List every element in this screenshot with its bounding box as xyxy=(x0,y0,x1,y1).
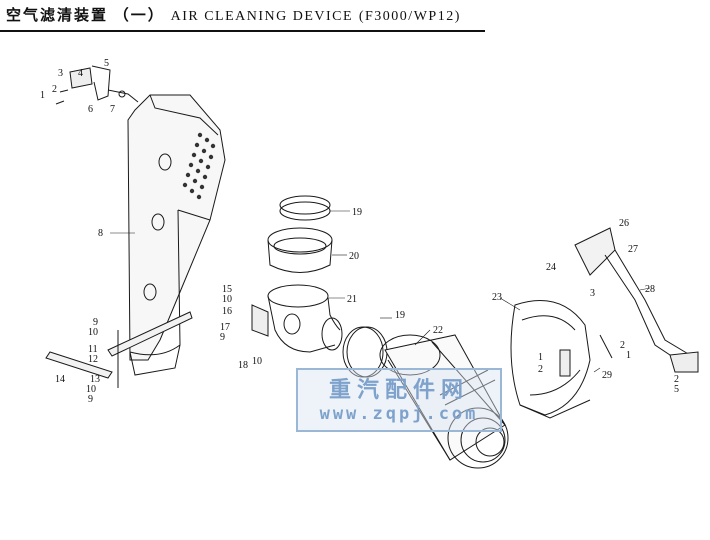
callout-20: 20 xyxy=(349,251,359,262)
rain-cap-bracket-part xyxy=(56,66,138,104)
callout-6: 6 xyxy=(88,104,93,115)
callout-10-right: 10 xyxy=(252,356,262,367)
callout-14: 14 xyxy=(55,374,65,385)
callout-7: 7 xyxy=(110,104,115,115)
callout-22: 22 xyxy=(433,325,443,336)
callout-1: 1 xyxy=(40,90,45,101)
watermark-url: www.zqpj.com xyxy=(298,404,500,424)
callout-5-bottom: 5 xyxy=(674,384,679,395)
callout-26: 26 xyxy=(619,218,629,229)
watermark: 重汽配件网 www.zqpj.com xyxy=(296,368,502,432)
callout-2-right: 2 xyxy=(538,364,543,375)
filter-mounting-band-23 xyxy=(511,301,612,419)
support-strap-part xyxy=(46,312,192,388)
callout-10-mid: 10 xyxy=(222,294,232,305)
callout-10: 10 xyxy=(88,327,98,338)
callout-5: 5 xyxy=(104,58,109,69)
callout-1-far: 1 xyxy=(626,350,631,361)
callout-8: 8 xyxy=(98,228,103,239)
callout-21: 21 xyxy=(347,294,357,305)
hose-clamp-19-upper xyxy=(280,196,330,220)
callout-9-mid: 9 xyxy=(220,332,225,343)
callout-29: 29 xyxy=(602,370,612,381)
callout-12: 12 xyxy=(88,354,98,365)
callout-2-far: 2 xyxy=(620,340,625,351)
callout-27: 27 xyxy=(628,244,638,255)
callout-1-right: 1 xyxy=(538,352,543,363)
bracket-16-17 xyxy=(252,305,268,336)
callout-24: 24 xyxy=(546,262,556,273)
watermark-chinese: 重汽配件网 xyxy=(298,372,500,404)
elbow-hose-21 xyxy=(268,285,342,352)
callout-9-lower: 9 xyxy=(88,394,93,405)
callout-23: 23 xyxy=(492,292,502,303)
callout-18: 18 xyxy=(238,360,248,371)
callout-3: 3 xyxy=(58,68,63,79)
intake-duct-part xyxy=(128,95,225,375)
callout-19-lower: 19 xyxy=(395,310,405,321)
callout-3-right: 3 xyxy=(590,288,595,299)
callout-28: 28 xyxy=(645,284,655,295)
callout-4: 4 xyxy=(78,68,83,79)
rubber-sleeve-20 xyxy=(268,228,332,273)
callout-2: 2 xyxy=(52,84,57,95)
callout-16: 16 xyxy=(222,306,232,317)
callout-19: 19 xyxy=(352,207,362,218)
